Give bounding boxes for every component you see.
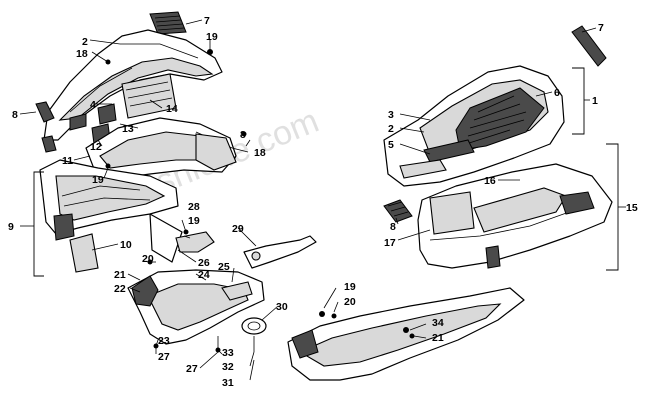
callout-4: 4 bbox=[90, 99, 96, 111]
callout-1: 1 bbox=[592, 95, 598, 107]
callout-20-right: 20 bbox=[344, 296, 356, 308]
callout-29: 29 bbox=[232, 223, 244, 235]
callout-30: 30 bbox=[276, 301, 288, 313]
callout-13: 13 bbox=[122, 123, 134, 135]
callout-25: 25 bbox=[218, 261, 230, 273]
callout-20-left: 20 bbox=[142, 253, 154, 265]
callout-11: 11 bbox=[62, 155, 73, 167]
callout-15: 15 bbox=[626, 202, 638, 214]
callout-6: 6 bbox=[554, 87, 560, 99]
mount-bracket-18 bbox=[195, 133, 237, 171]
leader-lines bbox=[19, 19, 626, 381]
callout-28: 28 bbox=[188, 201, 200, 213]
callout-19-mid: 19 bbox=[92, 174, 104, 186]
callout-21-right: 21 bbox=[432, 332, 444, 344]
callout-2-right: 2 bbox=[388, 123, 394, 135]
decal-13 bbox=[97, 103, 117, 125]
left-hood-assembly bbox=[35, 11, 237, 273]
bracket-28 bbox=[175, 231, 215, 253]
upper-hood-shell bbox=[43, 29, 223, 141]
callout-22: 22 bbox=[114, 283, 126, 295]
callout-27-bottom: 27 bbox=[186, 363, 198, 375]
callout-7-left: 7 bbox=[204, 15, 210, 27]
callout-31: 31 bbox=[222, 377, 234, 389]
callout-labels: 7 19 2 18 4 8 14 13 12 11 19 8 18 9 10 2… bbox=[8, 15, 638, 389]
callout-18-right: 18 bbox=[254, 147, 266, 159]
lower-right-skid bbox=[287, 287, 525, 381]
ring-30 bbox=[241, 317, 267, 335]
callout-8-right: 8 bbox=[390, 221, 396, 233]
callout-17: 17 bbox=[384, 237, 396, 249]
callout-16: 16 bbox=[484, 175, 496, 187]
vent-piece-right bbox=[571, 25, 607, 67]
vent-grille-left bbox=[149, 11, 187, 35]
callout-34: 34 bbox=[432, 317, 444, 329]
callout-5: 5 bbox=[388, 139, 394, 151]
decal-10 bbox=[69, 233, 99, 273]
callout-21-left: 21 bbox=[114, 269, 126, 281]
right-hood-assembly bbox=[383, 25, 613, 269]
callout-3: 3 bbox=[388, 109, 394, 121]
decal-16 bbox=[429, 191, 475, 235]
callout-8-left: 8 bbox=[12, 109, 18, 121]
callout-33: 33 bbox=[222, 347, 234, 359]
callout-14: 14 bbox=[166, 103, 178, 115]
callout-8-mid: 8 bbox=[240, 129, 246, 141]
callout-27-left: 27 bbox=[158, 351, 170, 363]
callout-18-top: 18 bbox=[76, 48, 88, 60]
callout-7-right: 7 bbox=[598, 22, 604, 34]
decal-14 bbox=[121, 73, 177, 119]
callout-12: 12 bbox=[90, 141, 102, 153]
callout-26: 26 bbox=[198, 257, 210, 269]
callout-19-lower: 19 bbox=[188, 215, 200, 227]
callout-10: 10 bbox=[120, 239, 132, 251]
rail-29 bbox=[243, 235, 317, 269]
callout-2-left: 2 bbox=[82, 36, 88, 48]
callout-24: 24 bbox=[198, 269, 210, 281]
hook-22 bbox=[131, 275, 159, 307]
callout-9: 9 bbox=[8, 221, 14, 233]
callout-19-top: 19 bbox=[206, 31, 218, 43]
stripe-5 bbox=[423, 139, 475, 163]
callout-23: 23 bbox=[158, 335, 170, 347]
lower-bracket-assembly bbox=[127, 231, 317, 353]
callout-32: 32 bbox=[222, 361, 234, 373]
callout-19-right: 19 bbox=[344, 281, 356, 293]
side-strip-left bbox=[35, 101, 55, 123]
